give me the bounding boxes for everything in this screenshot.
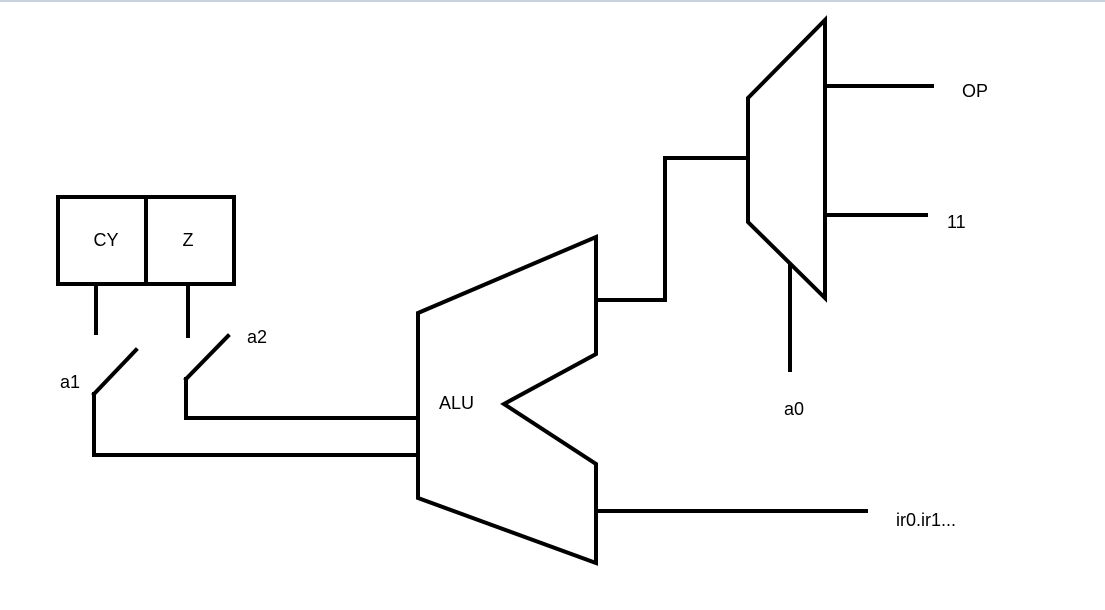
- cy-label: CY: [93, 230, 118, 250]
- window-top-border: [0, 0, 1105, 2]
- z-label: Z: [183, 230, 194, 250]
- z-register: [144, 195, 236, 286]
- mux-select-label: a0: [784, 399, 804, 419]
- alu-label: ALU: [439, 393, 474, 413]
- switch-a2: [183, 333, 231, 382]
- mux-block: [746, 15, 827, 303]
- a2-wire: [184, 377, 420, 420]
- switch-a1-label: a1: [60, 372, 80, 392]
- switch-a1: [91, 347, 139, 397]
- mux-op-label: OP: [962, 81, 988, 101]
- a1-wire: [92, 392, 420, 457]
- switch-a2-label: a2: [247, 327, 267, 347]
- alu-to-mux-wire: [594, 156, 750, 302]
- mux-11-label: 11: [947, 212, 966, 232]
- output-label: ir0.ir1...: [896, 510, 956, 530]
- alu-block: [416, 233, 598, 566]
